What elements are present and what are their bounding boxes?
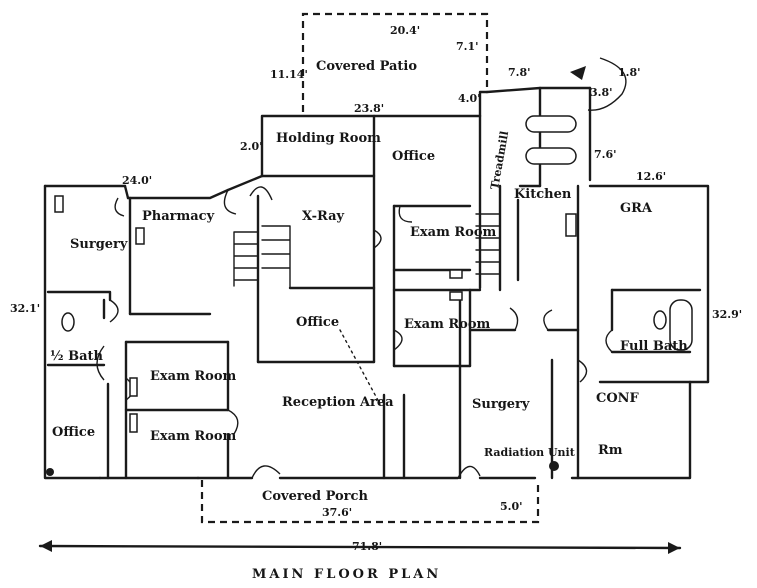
radiation-unit-label: Radiation Unit — [484, 446, 576, 459]
dim-patio-width: 20.4' — [390, 24, 420, 37]
dim-holding-depth: 2.0' — [240, 140, 263, 153]
overall-dimension-arrow — [38, 540, 682, 554]
half-bath-label: ½ Bath — [50, 349, 104, 364]
fixtures — [46, 115, 693, 476]
dim-kitchen-ne-1: 1.8' — [618, 66, 641, 79]
office-left-label: Office — [52, 425, 95, 440]
dim-porch-width: 37.6' — [322, 506, 352, 519]
dim-right-depth: 32.9' — [712, 308, 742, 321]
stairs-left — [233, 225, 291, 289]
pharmacy-label: Pharmacy — [142, 209, 215, 224]
dim-patio-left-depth: 11.14' — [270, 68, 308, 81]
full-bath-label: Full Bath — [620, 339, 688, 354]
dim-overall: 71.8' — [352, 540, 382, 553]
dim-pharmacy-wall: 24.0' — [122, 174, 152, 187]
treadmill-label: Treadmill — [488, 130, 511, 191]
doors — [96, 186, 613, 479]
xray-label: X-Ray — [302, 209, 345, 224]
exam-room-3-label: Exam Room — [150, 369, 237, 384]
interior-walls — [46, 114, 702, 480]
kitchen-label: Kitchen — [514, 187, 572, 202]
rm-label: Rm — [598, 443, 623, 458]
dim-left-depth: 32.1' — [10, 302, 40, 315]
office-top-label: Office — [392, 149, 435, 164]
covered-porch-outline — [200, 480, 540, 524]
office-mid-label: Office — [296, 315, 339, 330]
gra-label: GRA — [620, 201, 653, 216]
dim-patio-bottom-right: 4.0' — [458, 92, 481, 105]
exam-room-4-label: Exam Room — [150, 429, 237, 444]
reception-divider — [339, 329, 381, 405]
holding-room-label: Holding Room — [276, 131, 381, 146]
surgery-left-label: Surgery — [70, 237, 128, 252]
dim-gra-wall: 12.6' — [636, 170, 666, 183]
exam-room-2-label: Exam Room — [404, 317, 491, 332]
kitchen-ne-arrow — [570, 57, 627, 111]
dim-kitchen-top: 7.8' — [508, 66, 531, 79]
dim-top-wall: 23.8' — [354, 102, 384, 115]
dim-kitchen-ne-2: 3.8' — [590, 86, 613, 99]
plan-title: MAIN FLOOR PLAN — [252, 567, 441, 582]
dim-porch-right: 5.0' — [500, 500, 523, 513]
exterior-walls — [43, 86, 710, 480]
stairs-kitchen — [475, 213, 501, 275]
covered-patio-outline — [301, 12, 489, 112]
dim-patio-right-depth: 7.1' — [456, 40, 479, 53]
conf-label: CONF — [596, 391, 640, 406]
covered-patio-label: Covered Patio — [316, 59, 417, 74]
surgery-right-label: Surgery — [472, 397, 530, 412]
dim-kitchen-side: 7.6' — [594, 148, 617, 161]
exam-room-1-label: Exam Room — [410, 225, 497, 240]
covered-porch-label: Covered Porch — [262, 489, 368, 504]
reception-area-label: Reception Area — [282, 395, 394, 410]
